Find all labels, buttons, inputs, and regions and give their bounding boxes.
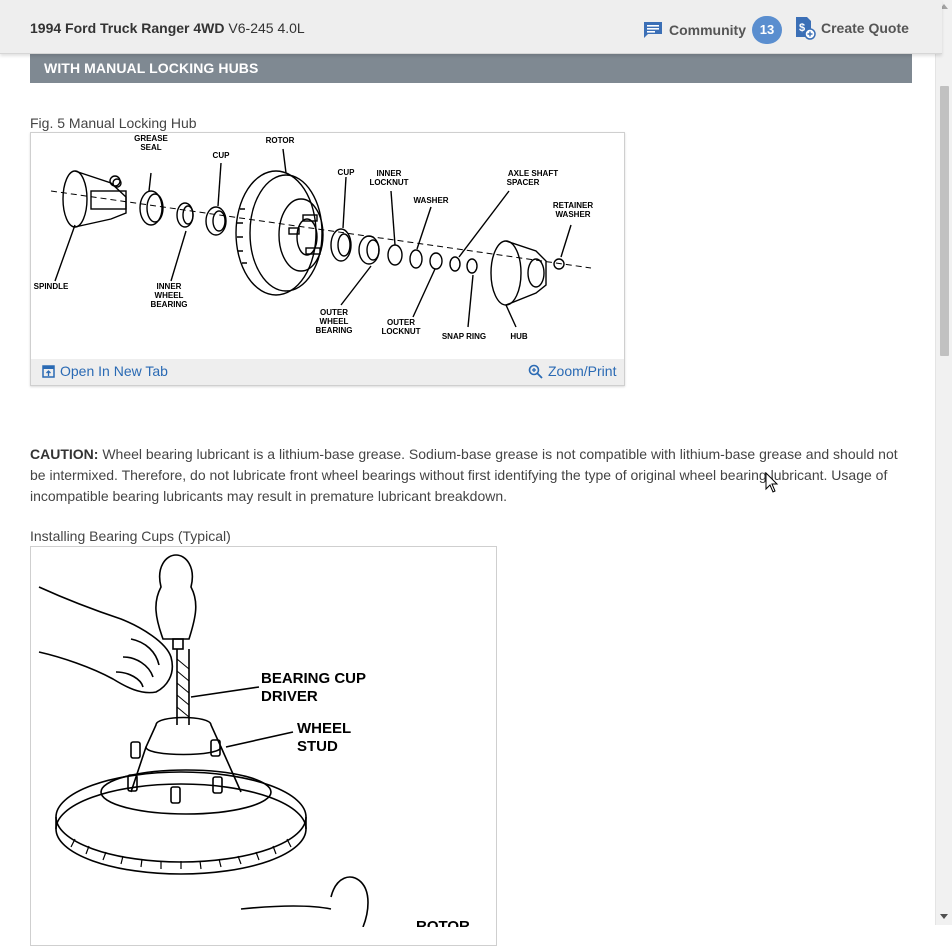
label-outer-bearing-3: BEARING [316,326,353,335]
vehicle-engine: V6-245 4.0L [228,20,305,36]
vehicle-title: 1994 Ford Truck Ranger 4WD V6-245 4.0L [30,20,305,36]
svg-text:$: $ [799,22,805,34]
open-new-tab-label: Open In New Tab [60,363,168,379]
label-outer-locknut-1: OUTER [387,318,415,327]
label-rotor: ROTOR [266,136,295,145]
zoom-print-label: Zoom/Print [548,363,617,379]
label-inner-bearing-3: BEARING [151,300,188,309]
label-axle-spacer-1: AXLE SHAFT [508,169,558,178]
open-new-tab-icon [42,364,55,378]
label-outer-locknut-2: LOCKNUT [381,327,420,336]
open-new-tab-link[interactable]: Open In New Tab [42,363,168,379]
label-wheel-stud-2: STUD [297,738,338,755]
community-button[interactable]: Community 13 [643,16,782,44]
caution-paragraph: CAUTION: Wheel bearing lubricant is a li… [30,444,912,507]
figure1-toolbar: Open In New Tab Zoom/Print [31,359,624,385]
locking-hub-diagram[interactable]: GREASE SEAL CUP ROTOR CUP INNER LOCKNUT … [31,133,624,359]
figure2-caption: Installing Bearing Cups (Typical) [30,528,231,544]
label-outer-bearing-2: WHEEL [320,317,349,326]
community-label: Community [669,22,746,38]
bearing-cup-diagram[interactable]: BEARING CUP DRIVER WHEEL STUD ROTOR [30,546,497,946]
label-hub: HUB [510,332,528,341]
label-inner-locknut-1: INNER [377,169,402,178]
label-grease-seal-1: GREASE [134,134,168,143]
label-cup-1: CUP [213,151,231,160]
top-bar: 1994 Ford Truck Ranger 4WD V6-245 4.0L C… [0,0,942,54]
scroll-down-arrow-icon[interactable] [940,914,948,919]
label-wheel-stud-1: WHEEL [297,720,351,737]
label-inner-bearing-1: INNER [157,282,182,291]
vertical-scrollbar[interactable] [935,0,952,925]
label-axle-spacer-2: SPACER [507,178,540,187]
label-rotor-partial: ROTOR [416,918,470,927]
mouse-cursor-icon [765,472,779,493]
vehicle-model: 1994 Ford Truck Ranger 4WD [30,20,225,36]
label-snap-ring: SNAP RING [442,332,486,341]
bearing-cup-drawing: BEARING CUP DRIVER WHEEL STUD ROTOR [38,554,470,935]
label-washer: WASHER [413,196,448,205]
label-inner-bearing-2: WHEEL [155,291,184,300]
create-quote-label: Create Quote [821,20,909,36]
label-cup-2: CUP [338,168,356,177]
caution-text: Wheel bearing lubricant is a lithium-bas… [30,446,898,504]
label-inner-locknut-2: LOCKNUT [369,178,408,187]
create-quote-button[interactable]: $ Create Quote [794,16,909,40]
quote-document-icon: $ [796,17,816,40]
caution-label: CAUTION: [30,446,99,462]
label-grease-seal-2: SEAL [140,143,161,152]
locking-hub-drawing: GREASE SEAL CUP ROTOR CUP INNER LOCKNUT … [34,134,594,341]
label-spindle: SPINDLE [34,282,69,291]
label-bearing-cup-driver-2: DRIVER [261,688,318,705]
label-outer-bearing-1: OUTER [320,308,348,317]
figure1-container: GREASE SEAL CUP ROTOR CUP INNER LOCKNUT … [30,132,625,386]
scroll-up-arrow-icon[interactable] [940,4,948,9]
label-bearing-cup-driver-1: BEARING CUP [261,670,366,687]
chat-icon [644,22,662,38]
label-retainer-washer-2: WASHER [555,210,590,219]
community-count-badge: 13 [752,16,782,44]
zoom-print-link[interactable]: Zoom/Print [528,363,616,379]
figure1-caption: Fig. 5 Manual Locking Hub [30,115,197,131]
scrollbar-thumb[interactable] [940,86,949,356]
section-header: WITH MANUAL LOCKING HUBS [30,54,912,83]
label-retainer-washer-1: RETAINER [553,201,594,210]
zoom-icon [528,364,543,379]
